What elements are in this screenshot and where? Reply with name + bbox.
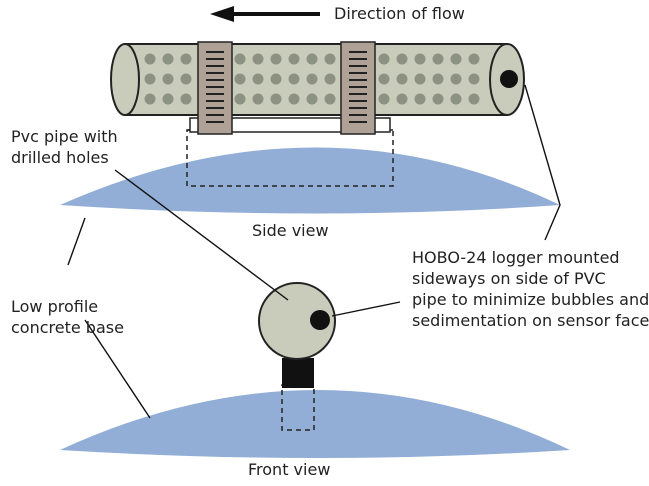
leader-lines (67, 84, 561, 419)
pipe-hole (252, 73, 264, 85)
flow-label: Direction of flow (334, 4, 465, 23)
leader-logger-front (331, 301, 401, 317)
front-view-logger (310, 310, 330, 330)
side-view-clamp-left (197, 41, 233, 135)
side-view-bracket (189, 117, 391, 133)
pipe-hole (450, 93, 462, 105)
pipe-hole (162, 93, 174, 105)
pipe-hole (162, 53, 174, 65)
leader-base-bottom (84, 319, 151, 419)
side-view-label: Side view (252, 221, 329, 240)
pipe-hole (450, 73, 462, 85)
pipe-hole (378, 73, 390, 85)
pipe-hole (144, 53, 156, 65)
pipe-hole (378, 93, 390, 105)
pipe-hole (306, 93, 318, 105)
pipe-hole (180, 53, 192, 65)
flow-arrow (210, 6, 320, 22)
pipe-hole (234, 73, 246, 85)
pipe-hole (450, 53, 462, 65)
base-label: Low profile concrete base (11, 297, 124, 337)
pipe-hole (270, 53, 282, 65)
pipe-hole (270, 93, 282, 105)
pipe-hole (162, 73, 174, 85)
front-view-base (60, 390, 570, 458)
pipe-hole (234, 53, 246, 65)
pipe-hole (468, 93, 480, 105)
pipe-hole (306, 73, 318, 85)
pipe-hole (180, 93, 192, 105)
logger-label: HOBO-24 logger mounted sideways on side … (412, 248, 649, 330)
pipe-hole (234, 93, 246, 105)
pipe-hole (432, 93, 444, 105)
pipe-hole (378, 53, 390, 65)
pipe-hole (468, 53, 480, 65)
pipe-hole (252, 93, 264, 105)
pipe-hole (306, 53, 318, 65)
pipe-hole (288, 53, 300, 65)
pipe-hole (432, 73, 444, 85)
pipe-hole (414, 93, 426, 105)
pipe-hole (144, 73, 156, 85)
pipe-hole (414, 73, 426, 85)
pipe-hole (288, 93, 300, 105)
front-view-label: Front view (248, 460, 331, 479)
pipe-hole (396, 93, 408, 105)
leader-pipe (114, 169, 289, 301)
pipe-hole (396, 73, 408, 85)
pipe-hole (324, 93, 336, 105)
pipe-hole (324, 53, 336, 65)
front-view-support-post (282, 358, 314, 388)
pipe-hole (180, 73, 192, 85)
side-view-logger (500, 70, 518, 88)
pipe-hole (324, 73, 336, 85)
front-view-pvc-pipe (258, 282, 336, 360)
pipe-label: Pvc pipe with drilled holes (11, 127, 118, 167)
side-view-pvc-pipe (110, 43, 525, 116)
pipe-hole (468, 73, 480, 85)
pipe-hole (144, 93, 156, 105)
pipe-hole (270, 73, 282, 85)
pipe-hole (252, 53, 264, 65)
pipe-hole (414, 53, 426, 65)
leader-logger-side (524, 84, 561, 241)
pipe-hole (288, 73, 300, 85)
side-view-base (60, 147, 560, 214)
side-view-clamp-right (340, 41, 376, 135)
pipe-hole (432, 53, 444, 65)
pipe-hole (396, 53, 408, 65)
leader-base-top (67, 217, 86, 266)
front-view-support-sleeve (281, 384, 315, 431)
pipe-holes (144, 53, 480, 105)
